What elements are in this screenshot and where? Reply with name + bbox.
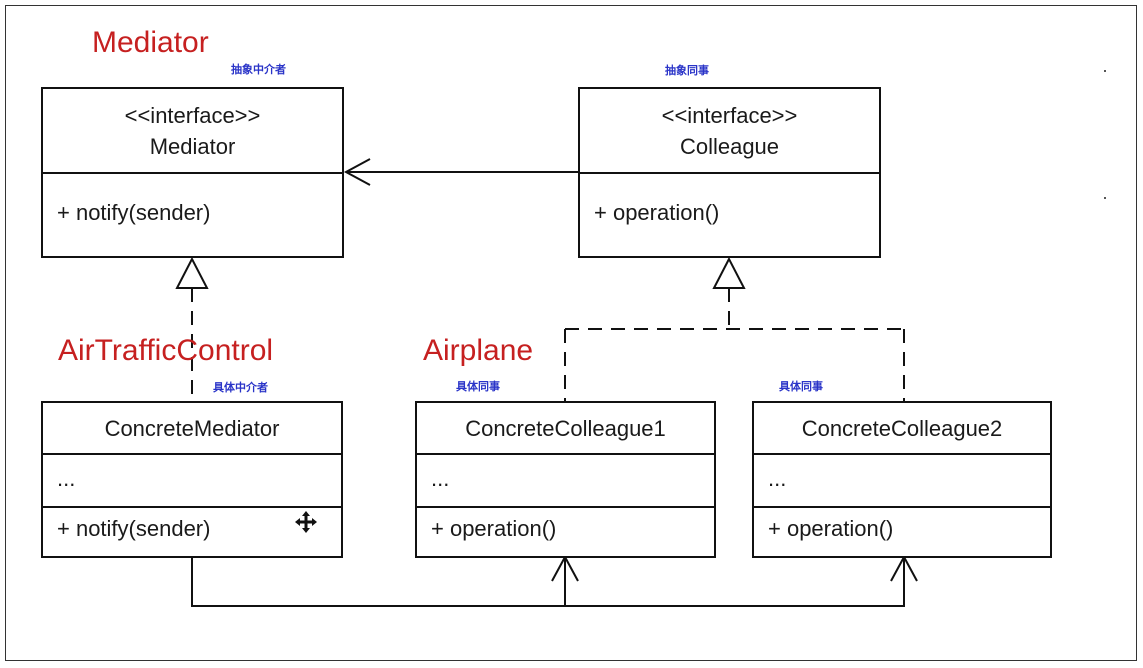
concrete-colleague2-fields: ... — [768, 466, 787, 491]
cn-label-concrete-mediator: 具体中介者 — [213, 381, 268, 394]
mediator-interface-box[interactable]: <<interface>> Mediator + notify(sender) — [41, 87, 344, 258]
association-line-mediator-to-colleagues — [191, 557, 905, 607]
concrete-colleague1-header: ConcreteColleague1 — [417, 403, 714, 455]
role-label-air-traffic-control: AirTrafficControl — [58, 334, 274, 367]
role-label-airplane: Airplane — [423, 334, 534, 367]
mediator-class-name: Mediator — [149, 133, 236, 159]
edge-speck — [1104, 197, 1106, 199]
realization-triangle-colleague — [712, 256, 746, 289]
colleague-method: + operation() — [594, 200, 720, 225]
concrete-colleague1-class-name: ConcreteColleague1 — [465, 415, 666, 441]
mediator-stereotype: <<interface>> — [124, 102, 261, 128]
realization-triangle-mediator — [175, 256, 209, 289]
concrete-colleague1-box[interactable]: ConcreteColleague1 ... + operation() — [415, 401, 716, 558]
concrete-colleague1-fields: ... — [431, 466, 450, 491]
concrete-mediator-box[interactable]: ConcreteMediator ... + notify(sender) — [41, 401, 343, 558]
colleague-header: <<interface>> Colleague — [580, 89, 879, 174]
colleague-stereotype: <<interface>> — [661, 102, 798, 128]
concrete-mediator-header: ConcreteMediator — [43, 403, 341, 455]
edge-speck — [1104, 70, 1106, 72]
colleague-class-name: Colleague — [679, 133, 780, 159]
mediator-method: + notify(sender) — [57, 200, 211, 225]
concrete-colleague2-method: + operation() — [768, 516, 894, 541]
concrete-mediator-method: + notify(sender) — [57, 516, 211, 541]
concrete-colleague2-fields-section: ... — [754, 455, 1050, 508]
concrete-colleague1-method: + operation() — [431, 516, 557, 541]
cn-label-abstract-colleague: 抽象同事 — [665, 64, 709, 77]
concrete-mediator-fields-section: ... — [43, 455, 341, 508]
concrete-colleague2-box[interactable]: ConcreteColleague2 ... + operation() — [752, 401, 1052, 558]
colleague-interface-box[interactable]: <<interface>> Colleague + operation() — [578, 87, 881, 258]
cn-label-abstract-mediator: 抽象中介者 — [231, 63, 286, 76]
mediator-header: <<interface>> Mediator — [43, 89, 342, 174]
role-label-mediator: Mediator — [92, 26, 209, 59]
association-arrowhead — [343, 158, 371, 186]
move-cursor-icon — [293, 509, 319, 535]
concrete-colleague1-fields-section: ... — [417, 455, 714, 508]
cn-label-concrete-colleague2: 具体同事 — [779, 380, 823, 393]
cn-label-concrete-colleague1: 具体同事 — [456, 380, 500, 393]
concrete-colleague2-class-name: ConcreteColleague2 — [801, 415, 1003, 441]
concrete-mediator-fields: ... — [57, 466, 76, 491]
concrete-colleague2-header: ConcreteColleague2 — [754, 403, 1050, 455]
concrete-mediator-class-name: ConcreteMediator — [104, 415, 280, 441]
